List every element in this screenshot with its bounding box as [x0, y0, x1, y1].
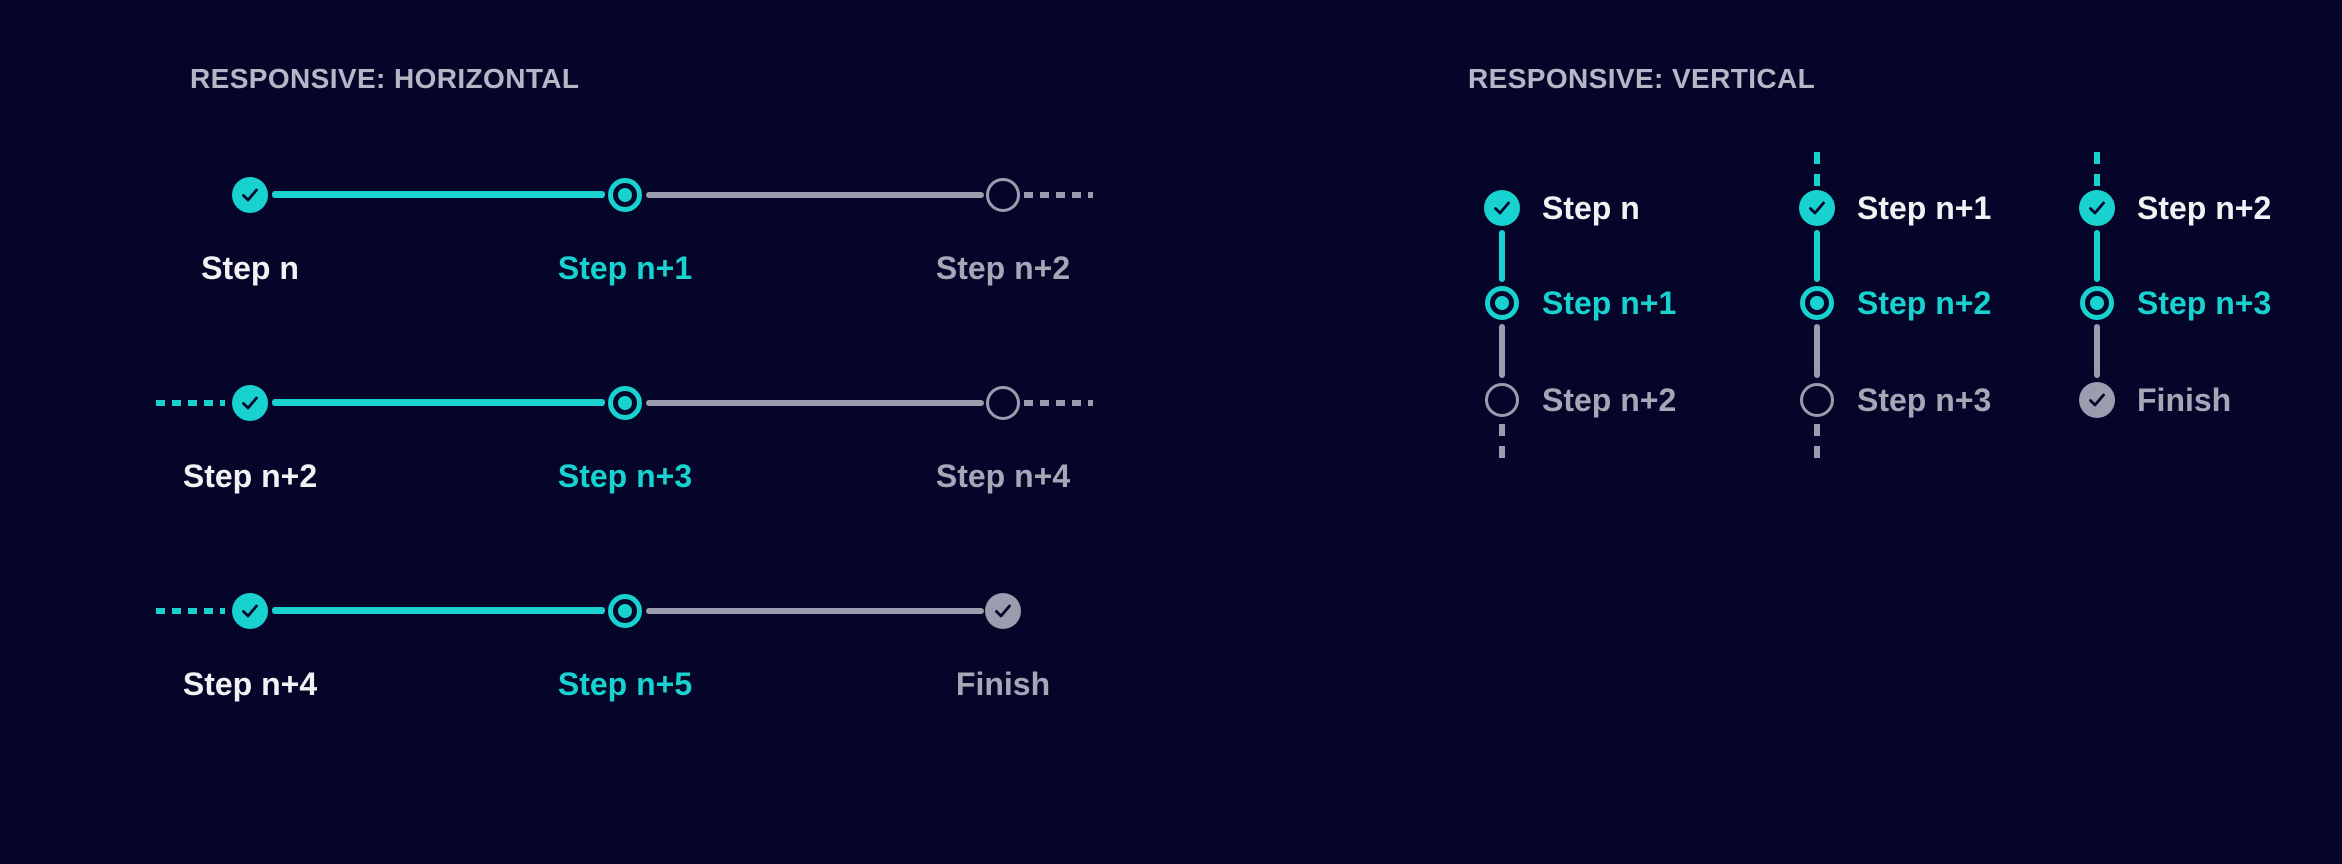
connector-line-open — [1814, 324, 1820, 378]
step-current-marker[interactable] — [2080, 286, 2114, 320]
overflow-dash-trailing — [1814, 424, 1820, 458]
step-current-marker[interactable] — [608, 386, 642, 420]
current-dot-icon — [618, 188, 632, 202]
step-done-marker[interactable] — [232, 593, 268, 629]
connector-line-open — [1499, 324, 1505, 378]
check-icon — [1809, 201, 1825, 215]
step-label[interactable]: Step n+1 — [557, 250, 693, 286]
connector-line-done — [272, 191, 605, 198]
current-dot-icon — [2090, 296, 2104, 310]
overflow-dash-trailing — [1024, 192, 1093, 198]
step-label[interactable]: Finish — [955, 666, 1051, 702]
step-label[interactable]: Finish — [2137, 382, 2232, 418]
section-title-vertical: RESPONSIVE: VERTICAL — [1468, 63, 1816, 94]
overflow-dash-leading — [1814, 152, 1820, 186]
check-icon — [242, 604, 258, 618]
step-label[interactable]: Step n+4 — [182, 666, 318, 702]
step-label[interactable]: Step n — [201, 250, 299, 286]
current-dot-icon — [618, 396, 632, 410]
connector-line-done — [272, 607, 605, 614]
horizontal-stepper-row: Step n Step n+1 Step n+2 — [0, 150, 1200, 310]
step-done-marker[interactable] — [232, 177, 268, 213]
step-label[interactable]: Step n+2 — [182, 458, 318, 494]
step-label[interactable]: Step n+1 — [1542, 285, 1677, 321]
step-done-marker[interactable] — [2079, 190, 2115, 226]
check-icon — [995, 604, 1011, 618]
vertical-stepper-column: Step n Step n+1 Step n+2 — [1484, 130, 1744, 470]
step-label[interactable]: Step n+5 — [557, 666, 693, 702]
overflow-dash-leading — [156, 608, 225, 614]
step-done-marker[interactable] — [232, 385, 268, 421]
step-label[interactable]: Step n+2 — [1857, 285, 1992, 321]
step-label[interactable]: Step n+2 — [1542, 382, 1677, 418]
step-finish-marker[interactable] — [985, 593, 1021, 629]
overflow-dash-leading — [156, 400, 225, 406]
step-finish-marker[interactable] — [2079, 382, 2115, 418]
connector-line-done — [272, 399, 605, 406]
step-current-marker[interactable] — [608, 178, 642, 212]
step-open-marker[interactable] — [986, 386, 1020, 420]
connector-line-done — [1499, 230, 1505, 282]
check-icon — [2089, 393, 2105, 407]
connector-line-open — [2094, 324, 2100, 378]
step-label[interactable]: Step n+2 — [935, 250, 1071, 286]
vertical-stepper-column: Step n+2 Step n+3 Finish — [2079, 130, 2339, 470]
connector-line-done — [2094, 230, 2100, 282]
step-current-marker[interactable] — [1485, 286, 1519, 320]
step-done-marker[interactable] — [1484, 190, 1520, 226]
horizontal-stepper-row: Step n+4 Step n+5 Finish — [0, 566, 1200, 726]
vertical-stepper-column: Step n+1 Step n+2 Step n+3 — [1799, 130, 2059, 470]
step-label[interactable]: Step n — [1542, 190, 1640, 226]
overflow-dash-trailing — [1499, 424, 1505, 458]
section-title-horizontal: RESPONSIVE: HORIZONTAL — [190, 63, 580, 94]
current-dot-icon — [1495, 296, 1509, 310]
overflow-dash-leading — [2094, 152, 2100, 186]
connector-line-open — [646, 192, 984, 198]
connector-line-open — [646, 608, 984, 614]
current-dot-icon — [618, 604, 632, 618]
check-icon — [242, 396, 258, 410]
connector-line-open — [646, 400, 984, 406]
horizontal-stepper-row: Step n+2 Step n+3 Step n+4 — [0, 358, 1200, 518]
overflow-dash-trailing — [1024, 400, 1093, 406]
step-label[interactable]: Step n+3 — [2137, 285, 2272, 321]
check-icon — [242, 188, 258, 202]
current-dot-icon — [1810, 296, 1824, 310]
step-current-marker[interactable] — [1800, 286, 1834, 320]
step-current-marker[interactable] — [608, 594, 642, 628]
check-icon — [1494, 201, 1510, 215]
step-open-marker[interactable] — [1485, 383, 1519, 417]
step-label[interactable]: Step n+3 — [557, 458, 693, 494]
step-label[interactable]: Step n+1 — [1857, 190, 1992, 226]
step-label[interactable]: Step n+4 — [935, 458, 1071, 494]
step-open-marker[interactable] — [986, 178, 1020, 212]
step-open-marker[interactable] — [1800, 383, 1834, 417]
connector-line-done — [1814, 230, 1820, 282]
check-icon — [2089, 201, 2105, 215]
step-label[interactable]: Step n+2 — [2137, 190, 2272, 226]
step-done-marker[interactable] — [1799, 190, 1835, 226]
step-label[interactable]: Step n+3 — [1857, 382, 1992, 418]
